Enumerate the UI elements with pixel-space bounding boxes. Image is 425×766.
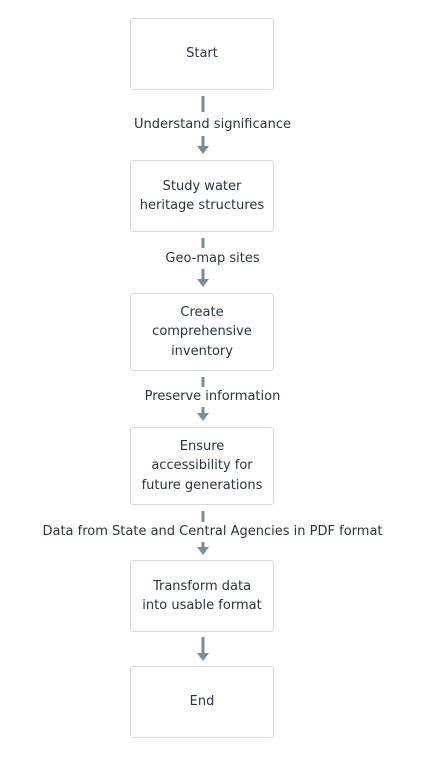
- edge-label-preserve-information: Preserve information: [144, 389, 281, 404]
- edge-study-inventory: [197, 238, 209, 287]
- edge-access-transform: [197, 511, 209, 555]
- edge-inventory-access: [197, 377, 209, 421]
- edge-label-understand-significance: Understand significance: [134, 117, 291, 132]
- node-label: Create comprehensive inventory: [152, 304, 252, 359]
- node-accessibility: Ensure accessibility for future generati…: [130, 427, 274, 505]
- arrowhead-icon: [197, 653, 209, 661]
- node-start: Start: [130, 18, 274, 90]
- edge-transform-end: [197, 637, 209, 661]
- node-label: End: [189, 694, 215, 710]
- edge-start-study: [197, 96, 209, 154]
- node-inventory: Create comprehensive inventory: [130, 293, 274, 371]
- edge-label-data-from-agencies: Data from State and Central Agencies in …: [42, 524, 383, 539]
- node-study: Study water heritage structures: [130, 160, 274, 232]
- node-transform: Transform data into usable format: [130, 560, 274, 632]
- arrowhead-icon: [197, 279, 209, 287]
- node-label: Transform data into usable format: [142, 578, 262, 614]
- arrowhead-icon: [197, 547, 209, 555]
- edge-label-geo-map-sites: Geo-map sites: [165, 251, 260, 266]
- node-label: Start: [186, 46, 218, 62]
- node-end: End: [130, 666, 274, 738]
- arrowhead-icon: [197, 146, 209, 154]
- node-label: Study water heritage structures: [139, 178, 265, 214]
- node-label: Ensure accessibility for future generati…: [141, 438, 263, 493]
- arrowhead-icon: [197, 413, 209, 421]
